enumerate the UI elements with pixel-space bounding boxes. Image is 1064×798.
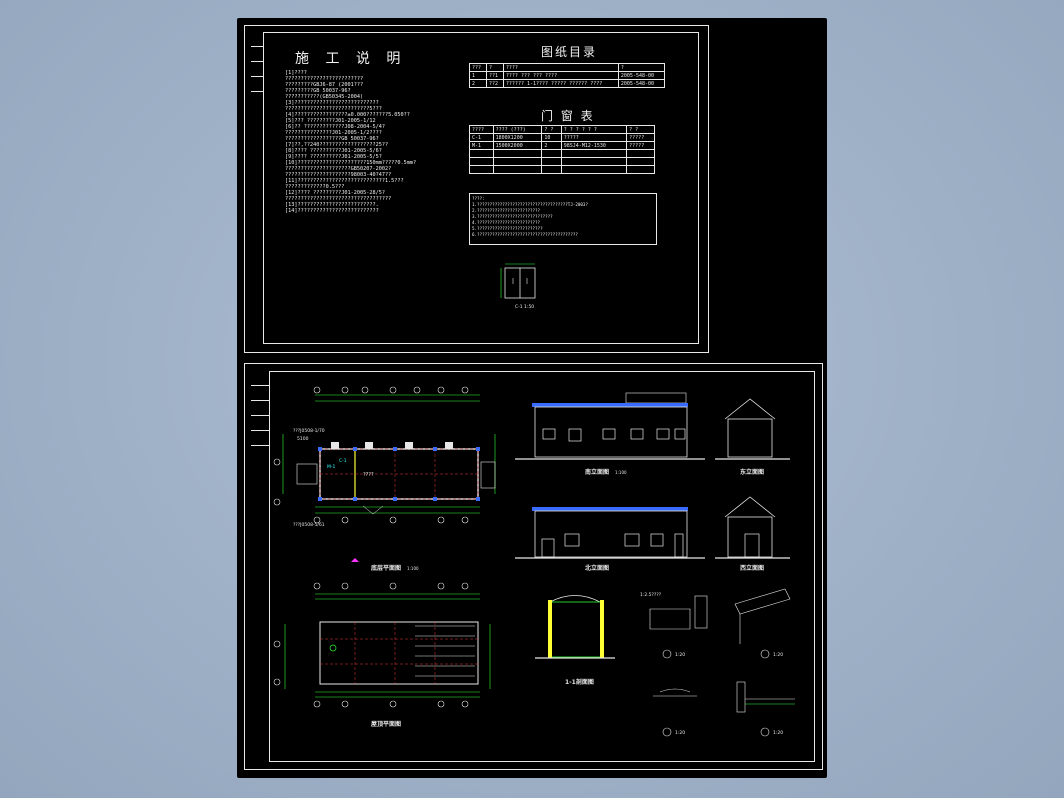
- door-window-notes-box: ????: 1.????????????????????????????????…: [469, 193, 657, 245]
- note-line: [13]?????????????????????????.: [285, 202, 379, 208]
- door-window-note-line: 6.??????????????????????????????????????…: [472, 232, 578, 237]
- ground-plan-scale: 1:100: [407, 566, 419, 571]
- note-line: [6]?? ?????????????J08-2004-5/4?: [285, 124, 385, 130]
- note-line: [1]????: [285, 70, 307, 76]
- note-line: ?????????????????????????: [285, 76, 364, 82]
- door-window-table-title: 门 窗 表: [541, 109, 595, 123]
- drawing-list-table: ??? ? ???? ? 1 ??1 ???? ??? ??? ???? 200…: [469, 63, 666, 88]
- note-line: [9]???? ??????????J01-2005-5/5?: [285, 154, 382, 160]
- cad-viewport[interactable]: 施 工 说 明 [1]???? ????????????????????????…: [237, 18, 827, 778]
- plan-room-label: ????: [363, 472, 374, 478]
- south-elevation: 南立面图 1:100: [515, 392, 705, 476]
- detail-2-scale: 1:20: [675, 652, 685, 658]
- note-line: [5]??? ?????????J01-2005-1/12: [285, 118, 376, 124]
- east-elevation-title: 东立面图: [740, 468, 764, 476]
- callout-dim-5100: 5100: [297, 436, 309, 442]
- note-line: [10]??????????????????????150mm?????0.5m…: [285, 160, 417, 166]
- note-line: [14]??????????????????????????: [285, 208, 379, 214]
- drawing-list-col-no: ???: [469, 63, 487, 72]
- east-elevation: 东立面图: [715, 398, 790, 476]
- north-elevation: 北立面图: [515, 507, 705, 572]
- west-elevation: 西立面图: [715, 496, 790, 572]
- callout-bottom-left: ???J0508-5/61: [293, 522, 325, 528]
- note-line: [11]????????????????????????????1.5???: [285, 178, 404, 184]
- table-row: [469, 149, 655, 158]
- callout-top-left: ???J0508-1/70: [293, 428, 325, 434]
- note-line: ???????????????????????????5???: [285, 106, 382, 112]
- drawing-list-col-code: ?: [617, 63, 666, 72]
- plan-door-tag: M-1: [327, 464, 336, 470]
- drawing-list-title: 图纸目录: [541, 45, 598, 59]
- drawing-list-header: ??? ? ???? ?: [469, 63, 666, 72]
- bottom-sheet-drawings: ???J0508-1/70 5100 ???J0508-5/61 ???? C-…: [273, 386, 795, 737]
- construction-notes-title: 施 工 说 明: [295, 51, 407, 67]
- door-window-note-line: 1.????????????????????????????????????TJ…: [472, 202, 588, 207]
- note-line: ??????????????????GB 50037-96?: [285, 136, 379, 142]
- note-line: ?????????GBJ6-87 (2001???: [285, 82, 364, 88]
- door-window-note-line: ????:: [472, 196, 485, 201]
- door-window-note-line: 5.??????????????????????????: [472, 226, 543, 231]
- bottom-sheet-binding-strip: [251, 371, 270, 760]
- roof-plan: 屋顶平面图: [273, 582, 491, 728]
- door-window-header: ???? ???? (???) ? ? ? ? ? ? ? ? ? ?: [469, 125, 655, 134]
- construction-notes: [1]???? ????????????????????????? ??????…: [285, 70, 485, 214]
- table-row: 1 ??1 ???? ??? ??? ???? 2005-548-00: [469, 71, 666, 80]
- top-sheet-binding-strip: [251, 32, 264, 342]
- south-elevation-title: 南立面图: [585, 468, 609, 476]
- detail-drawings: 1:2.5???? 1:20 1:20 1:20 1:20: [640, 588, 795, 737]
- note-line: ?????????????????????98003-40?47??: [285, 172, 392, 178]
- note-line: [12]???? ?????????J01-2005-28/5?: [285, 190, 385, 196]
- door-window-note-line: 2.?????????????????????????: [472, 208, 541, 213]
- roof-plan-title: 屋顶平面图: [371, 720, 401, 728]
- drawing-list-col-name: ????: [502, 63, 619, 72]
- door-detail-c1: C-1 1:50: [500, 263, 536, 310]
- note-line: ?????????GB 50037-96?: [285, 88, 351, 94]
- table-row: [469, 165, 655, 174]
- top-drawing-sheet: 施 工 说 明 [1]???? ????????????????????????…: [244, 25, 709, 353]
- table-row: [469, 157, 655, 166]
- bottom-drawing-sheet: ???J0508-1/70 5100 ???J0508-5/61 ???? C-…: [244, 363, 823, 770]
- ground-plan-title: 底层平面图: [371, 564, 401, 572]
- detail-note: 1:2.5????: [640, 592, 662, 598]
- note-line: [7]??,??240??????????????????25??: [285, 142, 389, 148]
- section-1-1: 1-1剖面图: [535, 595, 615, 686]
- detail-3-scale: 1:20: [675, 730, 685, 736]
- note-line: ???????????????J01-2005-1/2????: [285, 130, 382, 136]
- south-elevation-scale: 1:100: [615, 470, 627, 475]
- note-line: [3]???????????????????????????: [285, 100, 379, 106]
- plan-window-tag: C-1: [339, 458, 347, 464]
- door-window-note-line: 4.?????????????????????????: [472, 220, 541, 225]
- note-line: [8]???? ??????????J01-2005-5/6?: [285, 148, 382, 154]
- detail-1-scale: 1:20: [773, 652, 783, 658]
- north-arrow-icon: [351, 558, 359, 562]
- section-title: 1-1剖面图: [565, 678, 594, 686]
- north-elevation-title: 北立面图: [585, 564, 609, 572]
- ground-floor-plan: ???J0508-1/70 5100 ???J0508-5/61 ???? C-…: [273, 386, 496, 572]
- door-detail-label: C-1 1:50: [515, 304, 534, 310]
- door-window-note-line: 3.??????????????????????????????: [472, 214, 553, 219]
- note-line: ?????????????0.5???: [285, 184, 345, 190]
- west-elevation-title: 西立面图: [740, 564, 764, 572]
- note-line: ??????????????????????????????????: [285, 196, 392, 202]
- note-line: ?????????????????????GB50207-2002?: [285, 166, 392, 172]
- note-line: [4]?????????????????±0.000???????5.050??: [285, 112, 410, 118]
- drawing-list-col-id: ?: [485, 63, 504, 72]
- table-row: 2 ??2 ?????? 1-1???? ????? ?????? ???? 2…: [469, 79, 666, 88]
- detail-4-scale: 1:20: [773, 730, 783, 736]
- note-line: ???????????(GB50345-2004): [285, 94, 364, 100]
